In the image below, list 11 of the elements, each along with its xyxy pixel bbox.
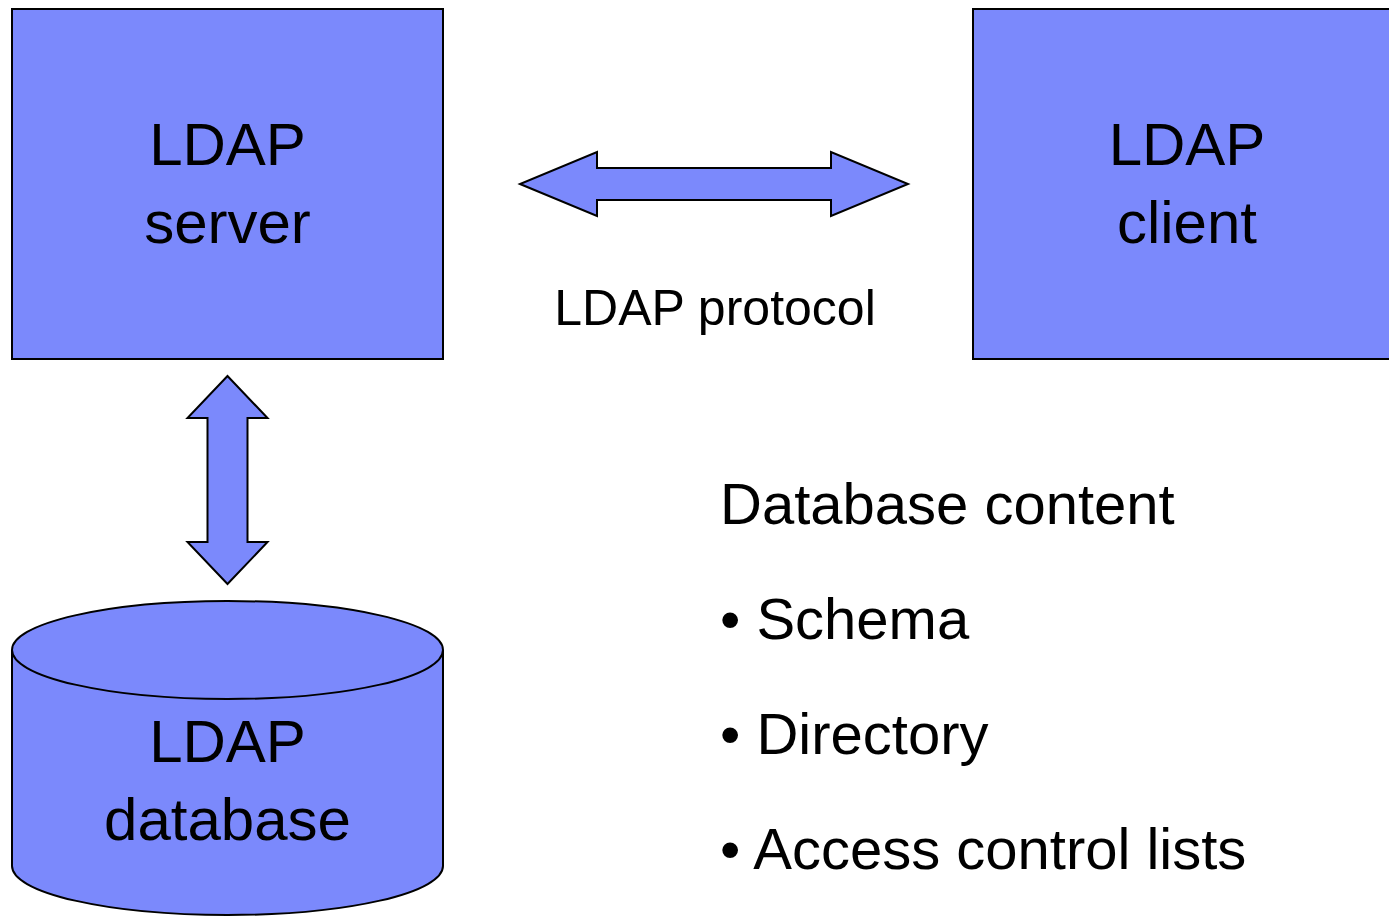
process-box (972, 8, 1389, 360)
list-item: • Access control lists (720, 815, 1247, 882)
double-arrow (185, 374, 270, 586)
process-box (11, 8, 444, 360)
double-arrow (517, 150, 911, 218)
list-item: • Directory (720, 700, 990, 767)
list-item: • Schema (720, 585, 971, 652)
list-heading: Database content (720, 470, 1176, 537)
node-label: LDAP database (103, 707, 352, 855)
node-label: LDAP server (143, 110, 312, 258)
node-label: LDAP client (1107, 110, 1267, 258)
